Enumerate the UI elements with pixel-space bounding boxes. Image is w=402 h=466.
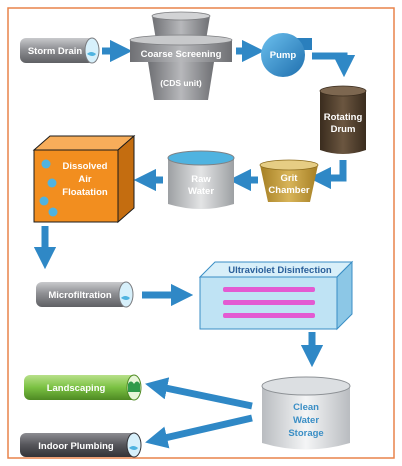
rotating-drum-label-line2: Drum: [331, 124, 356, 135]
coarse-screening-label: Coarse Screening: [141, 49, 222, 60]
daf-label-line3: Floatation: [62, 187, 108, 198]
cds-unit-label: (CDS unit): [160, 78, 202, 88]
raw-water-label-line1: Raw: [191, 174, 211, 185]
storm-drain-pipe: Storm Drain: [20, 37, 100, 64]
uv-disinfection-unit: Ultraviolet Disinfection: [198, 260, 354, 331]
flow-arrows: [33, 39, 356, 449]
microfiltration-pipe: Microfiltration: [36, 281, 134, 308]
uv-lamp-stripes: [223, 287, 315, 318]
arrow-storage-to-landscaping: [145, 377, 253, 410]
uv-disinfection-label: Ultraviolet Disinfection: [228, 265, 332, 276]
grit-chamber-label-line2: Chamber: [268, 185, 309, 196]
clean-water-label-line1: Clean: [293, 402, 319, 413]
clean-water-label-line2: Water: [293, 415, 319, 426]
rotating-drum-label-line1: Rotating: [324, 112, 363, 123]
landscaping-pipe: Landscaping: [24, 374, 142, 401]
grit-chamber-label-line1: Grit: [281, 173, 299, 184]
pump-label: Pump: [270, 50, 297, 61]
clean-water-label-line3: Storage: [288, 428, 323, 439]
daf-label-line1: Dissolved: [63, 161, 108, 172]
storm-drain-label: Storm Drain: [28, 46, 83, 57]
grit-chamber: Grit Chamber: [259, 159, 319, 202]
air-bubbles-icon: [39, 159, 58, 217]
arrow-pump-to-drum: [312, 52, 356, 78]
dissolved-air-floatation-unit: Dissolved Air Floatation: [32, 134, 136, 224]
microfiltration-label: Microfiltration: [48, 290, 112, 301]
rotating-drum: Rotating Drum: [319, 85, 367, 154]
indoor-plumbing-pipe: Indoor Plumbing: [20, 432, 142, 458]
landscaping-label: Landscaping: [47, 383, 106, 394]
clean-water-storage-tank: Clean Water Storage: [261, 376, 351, 450]
raw-water-label-line2: Water: [188, 186, 214, 197]
coarse-screening-unit: Coarse Screening (CDS unit): [129, 11, 233, 100]
indoor-plumbing-label: Indoor Plumbing: [38, 441, 114, 452]
pump: Pump: [261, 33, 312, 77]
raw-water-tank: Raw Water: [167, 150, 235, 209]
arrow-storage-to-indoor: [145, 414, 253, 449]
arrow-drum-to-grit: [308, 160, 347, 190]
daf-label-line2: Air: [78, 174, 92, 185]
